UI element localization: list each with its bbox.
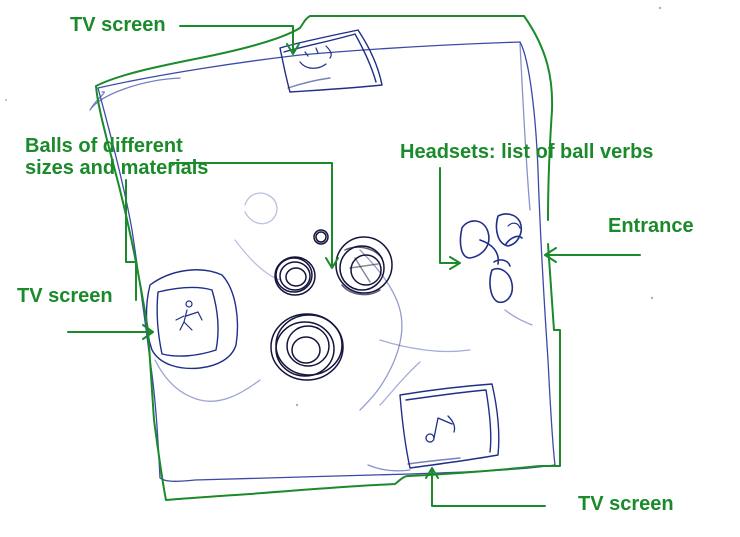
arrowhead-headsets bbox=[449, 256, 461, 270]
tv-screen-top bbox=[279, 29, 383, 93]
arrowhead-tv-left bbox=[142, 324, 154, 340]
label-entrance: Entrance bbox=[608, 215, 694, 237]
ball-medium-right bbox=[335, 236, 393, 296]
annotation-line-headsets bbox=[439, 167, 459, 264]
tv-screen-bottom bbox=[399, 383, 500, 469]
label-balls: Balls of different sizes and materials bbox=[25, 135, 209, 179]
label-tv-screen-bottom: TV screen bbox=[578, 493, 674, 515]
annotation-line-balls bbox=[125, 179, 137, 301]
dance-figure-icon bbox=[175, 300, 203, 331]
ball-small-top bbox=[313, 229, 329, 245]
balls-cluster bbox=[270, 229, 393, 381]
arrowhead-entrance bbox=[544, 247, 557, 263]
tv-screen-left bbox=[145, 269, 239, 370]
annotation-line-tv-bottom bbox=[431, 469, 546, 507]
arrowhead-tv-top bbox=[286, 43, 300, 55]
annotation-line-tv-top bbox=[179, 25, 294, 53]
headsets bbox=[459, 213, 523, 304]
ball-medium-left bbox=[274, 256, 316, 296]
label-headsets: Headsets: list of ball verbs bbox=[400, 141, 654, 163]
ball-large-bottom bbox=[270, 313, 344, 381]
pencil-specks bbox=[5, 6, 662, 407]
label-tv-screen-top: TV screen bbox=[70, 14, 166, 36]
green-right-edge bbox=[299, 15, 554, 221]
green-room-outline bbox=[95, 27, 561, 501]
room-outline bbox=[89, 41, 556, 482]
annotation-lines bbox=[67, 15, 641, 507]
music-note-icon bbox=[425, 415, 456, 443]
arrowhead-balls bbox=[325, 257, 339, 269]
label-tv-screen-left: TV screen bbox=[17, 285, 113, 307]
annotation-line-balls-to-ball bbox=[169, 162, 333, 267]
smiley-icon bbox=[299, 45, 332, 69]
